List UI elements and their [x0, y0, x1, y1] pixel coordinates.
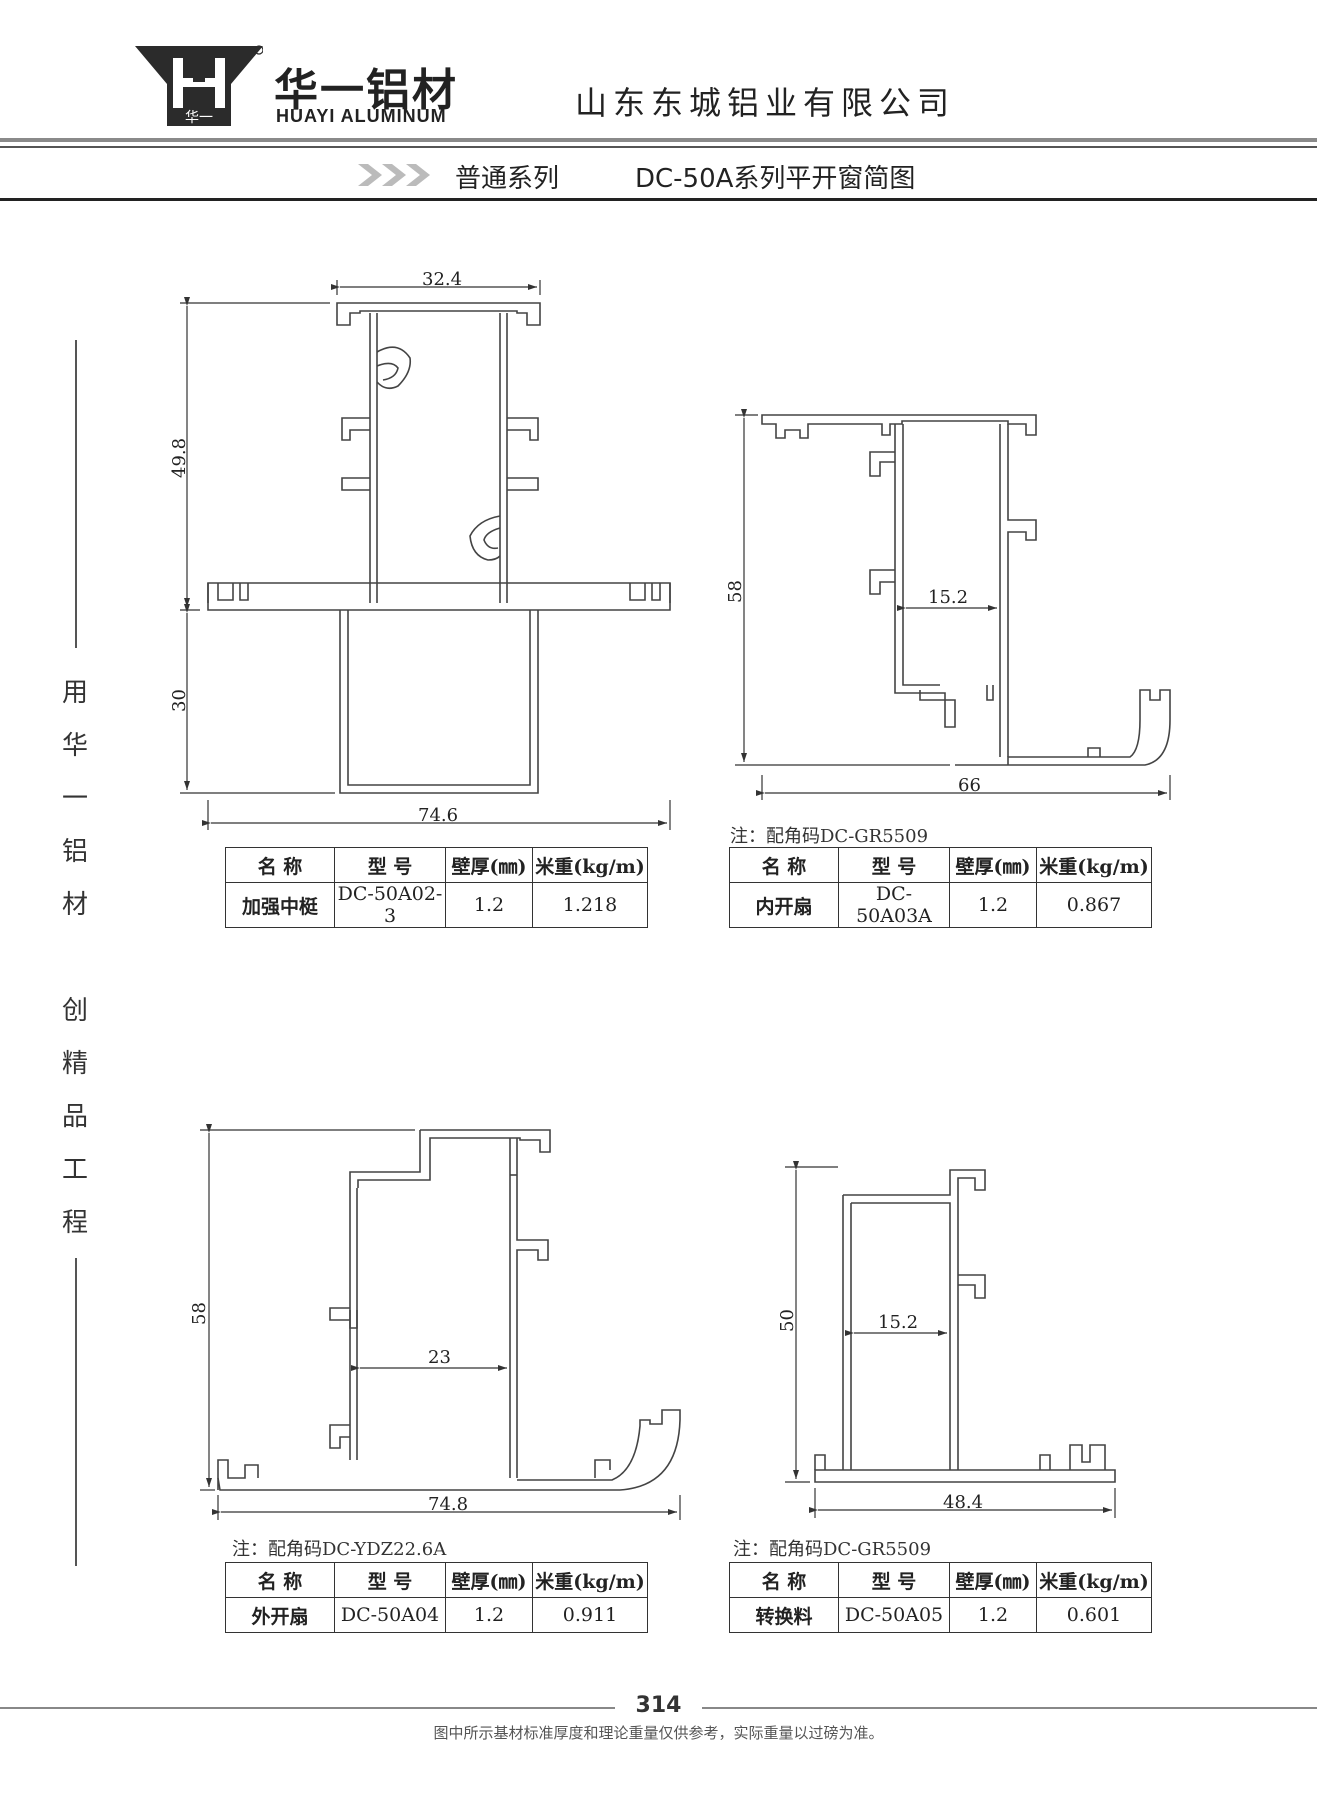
profile-drawing-2	[761, 414, 1171, 766]
col-header-model: 型 号	[838, 847, 950, 883]
header-divider	[0, 138, 1317, 142]
note-text: 注：配角码DC-GR5509	[733, 1539, 932, 1560]
arrow-chevrons-icon	[358, 160, 438, 194]
dim-label: 58	[189, 1302, 210, 1325]
cell-weight: 1.218	[532, 882, 648, 928]
slogan-char: 用	[61, 678, 88, 708]
profile-drawing-4	[814, 1169, 1116, 1483]
cell-weight: 0.867	[1036, 882, 1152, 928]
dim-label: 66	[958, 775, 981, 796]
cell-thickness: 1.2	[445, 1597, 533, 1633]
brand-logo: 华一	[135, 44, 264, 132]
cell-name: 内开扇	[729, 882, 839, 928]
dim-label: 48.4	[943, 1492, 983, 1513]
dim-label: 15.2	[928, 587, 968, 608]
cell-model: DC-50A05	[838, 1597, 950, 1633]
spec-table-3: 名 称 型 号 壁厚(㎜) 米重(kg/m) 外开扇 DC-50A04 1.2 …	[225, 1562, 648, 1633]
dim-label: 30	[169, 689, 190, 712]
cell-model: DC-50A02-3	[334, 882, 446, 928]
footer-rule-right	[702, 1707, 1317, 1709]
title-divider	[0, 198, 1317, 201]
slogan-char: 材	[61, 890, 88, 920]
spec-table-1: 名 称 型 号 壁厚(㎜) 米重(kg/m) 加强中梃 DC-50A02-3 1…	[225, 847, 648, 928]
brand-name-cn: 华一铝材	[274, 65, 458, 116]
cell-model: DC-50A03A	[838, 882, 950, 928]
col-header-weight: 米重(kg/m)	[1036, 847, 1152, 883]
page-title: DC-50A系列平开窗简图	[635, 164, 916, 194]
cell-thickness: 1.2	[949, 1597, 1037, 1633]
col-header-weight: 米重(kg/m)	[532, 847, 648, 883]
col-header-name: 名 称	[729, 1562, 839, 1598]
col-header-model: 型 号	[334, 1562, 446, 1598]
header-divider-thin	[0, 146, 1317, 148]
cell-name: 加强中梃	[225, 882, 335, 928]
company-name: 山东东城铝业有限公司	[575, 84, 956, 122]
col-header-thickness: 壁厚(㎜)	[949, 1562, 1037, 1598]
cell-name: 外开扇	[225, 1597, 335, 1633]
cell-model: DC-50A04	[334, 1597, 446, 1633]
footer-disclaimer: 图中所示基材标准厚度和理论重量仅供参考，实际重量以过磅为准。	[433, 1724, 884, 1742]
spec-table-2: 名 称 型 号 壁厚(㎜) 米重(kg/m) 内开扇 DC-50A03A 1.2…	[729, 847, 1152, 928]
footer-rule-left	[0, 1707, 615, 1709]
col-header-thickness: 壁厚(㎜)	[445, 1562, 533, 1598]
slogan-char: 华	[61, 731, 88, 761]
col-header-thickness: 壁厚(㎜)	[949, 847, 1037, 883]
dim-label: 23	[428, 1347, 451, 1368]
col-header-model: 型 号	[334, 847, 446, 883]
slogan-char: 铝	[61, 837, 88, 867]
dim-label: 32.4	[422, 269, 462, 290]
note-text: 注：配角码DC-GR5509	[730, 826, 929, 847]
logo-text: 华一	[185, 110, 213, 126]
col-header-weight: 米重(kg/m)	[532, 1562, 648, 1598]
brand-name-en: HUAYI ALUMINUM	[276, 106, 447, 126]
cell-name: 转换料	[729, 1597, 839, 1633]
dim-label: 74.8	[428, 1494, 468, 1515]
slogan-line-bottom	[75, 1258, 77, 1566]
slogan-char: 程	[61, 1208, 88, 1238]
col-header-name: 名 称	[225, 847, 335, 883]
page-number: 314	[635, 1693, 682, 1718]
cell-thickness: 1.2	[949, 882, 1037, 928]
cell-weight: 0.911	[532, 1597, 648, 1633]
profile-drawing-3	[217, 1129, 681, 1491]
dim-label: 58	[725, 580, 746, 603]
col-header-weight: 米重(kg/m)	[1036, 1562, 1152, 1598]
slogan-char: 精	[61, 1049, 88, 1079]
note-text: 注：配角码DC-YDZ22.6A	[232, 1539, 447, 1560]
slogan-char: 一	[61, 784, 88, 814]
col-header-model: 型 号	[838, 1562, 950, 1598]
slogan-line-top	[75, 340, 77, 648]
cell-thickness: 1.2	[445, 882, 533, 928]
col-header-thickness: 壁厚(㎜)	[445, 847, 533, 883]
series-label: 普通系列	[455, 164, 560, 194]
col-header-name: 名 称	[729, 847, 839, 883]
dim-label: 74.6	[418, 805, 458, 826]
col-header-name: 名 称	[225, 1562, 335, 1598]
dim-label: 49.8	[169, 438, 190, 478]
slogan-char: 创	[61, 996, 88, 1026]
slogan-char: 品	[61, 1102, 88, 1132]
dim-label: 50	[777, 1309, 798, 1332]
dim-label: 15.2	[878, 1312, 918, 1333]
profile-drawing-1	[207, 302, 671, 794]
spec-table-4: 名 称 型 号 壁厚(㎜) 米重(kg/m) 转换料 DC-50A05 1.2 …	[729, 1562, 1152, 1633]
cell-weight: 0.601	[1036, 1597, 1152, 1633]
slogan-char: 工	[61, 1155, 88, 1185]
